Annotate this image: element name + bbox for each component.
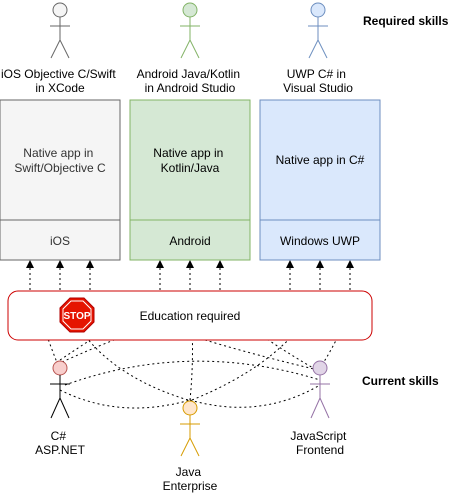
person-icon	[50, 360, 70, 419]
platform-arrows	[26, 260, 354, 290]
platform-box	[129, 99, 251, 261]
current-skill-java: Java Enterprise	[163, 400, 218, 493]
required-skill-android: Android Java/Kotlin in Android Studio	[137, 2, 244, 95]
current-skill-label: Java Enterprise	[163, 465, 218, 493]
current-skill-label: C# ASP.NET	[35, 429, 85, 457]
platform-ios: Native app in Swift/Objective C iOS	[0, 99, 121, 261]
curve-csharp-java	[59, 389, 191, 409]
curve-java-android	[189, 294, 193, 401]
current-skill-label: JavaScript Frontend	[290, 429, 349, 457]
platform-name: Android	[169, 234, 210, 248]
stop-sign-text: STOP	[63, 311, 90, 322]
app-description: Native app in C#	[276, 153, 365, 167]
current-skill-javascript: JavaScript Frontend	[290, 360, 349, 457]
education-required-bar: STOP Education required	[7, 290, 373, 341]
required-skill-label: iOS Objective C/Swift in XCode	[1, 67, 119, 95]
platform-uwp: Native app in C# Windows UWP	[259, 99, 381, 261]
education-bar-box	[7, 290, 373, 341]
curve-csharp-js	[64, 360, 321, 386]
stop-sign-icon: STOP	[59, 297, 95, 333]
person-icon	[310, 360, 330, 419]
required-skill-label: UWP C# in Visual Studio	[283, 67, 353, 95]
current-skill-csharp: C# ASP.NET	[35, 360, 86, 457]
platform-box	[259, 99, 381, 261]
person-icon	[180, 400, 200, 457]
person-icon	[308, 2, 328, 59]
current-skills-heading: Current skills	[362, 374, 439, 388]
platform-name: iOS	[50, 234, 70, 248]
required-skill-ios: iOS Objective C/Swift in XCode	[1, 2, 119, 95]
person-icon	[50, 2, 70, 59]
required-skills-heading: Required skills	[363, 14, 449, 28]
curve-java-js	[189, 384, 321, 408]
required-skill-uwp: UWP C# in Visual Studio	[283, 2, 353, 95]
platform-name: Windows UWP	[280, 234, 360, 248]
app-description: Native app in Kotlin/Java	[153, 146, 226, 175]
required-skill-label: Android Java/Kotlin in Android Studio	[137, 67, 244, 95]
platform-android: Native app in Kotlin/Java Android	[129, 99, 251, 261]
person-icon	[180, 2, 200, 59]
app-description: Native app in Swift/Objective C	[14, 146, 106, 175]
platform-box	[0, 99, 121, 261]
education-label: Education required	[140, 309, 241, 323]
